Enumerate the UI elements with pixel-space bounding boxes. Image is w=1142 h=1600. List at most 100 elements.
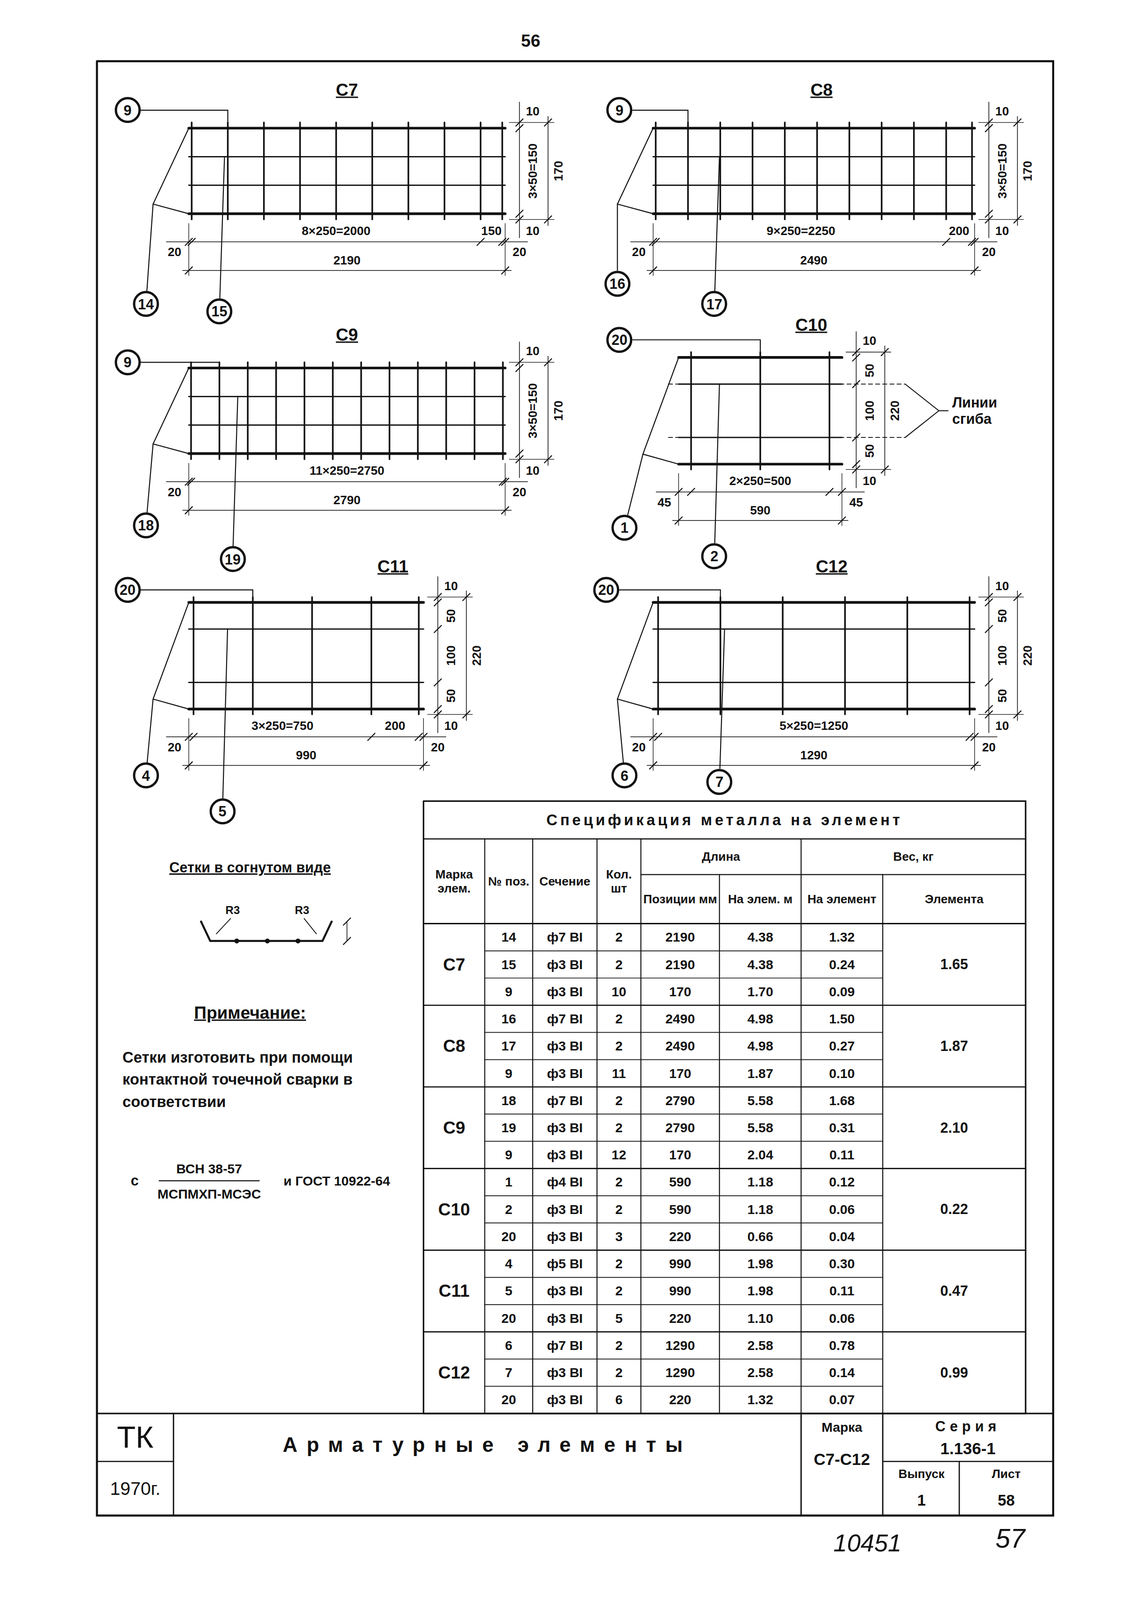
table-cell: ф4 ВI	[534, 1169, 595, 1195]
table-cell: 990	[642, 1251, 718, 1277]
dimension-value: 50	[862, 364, 877, 378]
transverse-wire	[275, 362, 277, 459]
dimension-total: 170	[551, 160, 566, 182]
callout-number: 19	[224, 552, 241, 567]
dimension-value: 3×50=150	[525, 383, 540, 439]
inner-rod	[188, 184, 506, 186]
leader-line	[153, 204, 189, 215]
main-rod	[188, 707, 424, 711]
dimension-tick	[649, 266, 657, 274]
table-rule	[484, 1277, 883, 1278]
callout-circle: 9	[114, 96, 142, 124]
transverse-wire	[311, 597, 313, 715]
dimension-value: 50	[862, 443, 877, 458]
table-cell: 1.98	[721, 1251, 800, 1277]
table-cell: 2490	[642, 1006, 718, 1032]
table-rule	[484, 1358, 883, 1360]
table-cell: 0.06	[803, 1305, 881, 1331]
dimension-tick	[544, 455, 552, 463]
transverse-wire	[360, 362, 362, 459]
extension-line	[188, 463, 189, 516]
table-rule	[484, 1195, 883, 1197]
dimension-value: 20	[632, 740, 646, 755]
callout-circle: 16	[604, 270, 631, 298]
table-cell: 0.27	[803, 1033, 881, 1059]
table-cell: 2.58	[721, 1332, 800, 1358]
transverse-wire	[227, 122, 229, 220]
transverse-wire	[970, 122, 973, 220]
table-cell: 14	[486, 924, 531, 950]
leader-line	[632, 339, 761, 352]
table-cell: 0.24	[803, 951, 881, 978]
transverse-wire	[416, 362, 419, 459]
table-cell: 4.38	[721, 951, 800, 978]
callout-ring	[134, 513, 158, 538]
transverse-wire	[246, 362, 249, 459]
table-cell: 6	[599, 1387, 639, 1413]
title-block-rule	[958, 1461, 961, 1516]
table-cell: 1.87	[885, 1007, 1024, 1085]
table-cell: 2	[599, 1006, 639, 1032]
mesh-title: С11	[377, 556, 409, 577]
title-block-field: Лист	[961, 1462, 1051, 1485]
leader-line	[642, 454, 679, 464]
table-cell: ф3 ВI	[534, 1360, 595, 1386]
table-cell: 1.32	[803, 924, 881, 950]
dimension-total: 220	[469, 645, 484, 666]
callout-number: 17	[706, 297, 723, 312]
callout-number: 16	[609, 276, 626, 292]
transverse-wire	[335, 122, 337, 220]
leader-line	[219, 156, 225, 298]
table-rule	[423, 922, 1026, 925]
dimension-tick	[970, 266, 978, 274]
dimension-tick	[343, 937, 351, 945]
main-rod	[678, 462, 842, 466]
dimension-line	[1017, 591, 1019, 721]
element-mark: С7	[425, 925, 483, 1004]
dimension-line	[647, 764, 981, 766]
dimension-line	[346, 921, 348, 941]
dimension-value: 20	[982, 740, 996, 755]
transverse-wire	[690, 351, 692, 470]
table-cell: 3	[599, 1223, 639, 1250]
callout-number: 14	[137, 297, 154, 312]
table-rule	[532, 838, 534, 1414]
extension-line	[652, 223, 654, 276]
table-cell: 9	[486, 1142, 531, 1168]
table-cell: 170	[642, 978, 718, 1005]
transverse-wire	[719, 122, 721, 220]
title-block-value: 58	[961, 1485, 1051, 1515]
leader-line	[233, 396, 238, 547]
table-rule	[640, 838, 642, 1414]
dimension-tick	[185, 266, 193, 274]
inner-rod	[188, 395, 506, 398]
dimension-value: 9×250=2250	[766, 223, 836, 238]
callout-circle: 14	[132, 290, 160, 318]
dimension-tick	[544, 358, 552, 366]
table-cell: ф3 ВI	[534, 951, 595, 978]
table-cell: 0.10	[803, 1060, 881, 1086]
table-rule	[596, 838, 598, 1414]
table-header: На элем. м	[721, 876, 800, 922]
table-rule	[423, 1004, 1026, 1007]
table-cell: 170	[642, 1142, 718, 1168]
transverse-wire	[687, 122, 689, 220]
table-cell: 18	[486, 1087, 531, 1114]
transverse-wire	[407, 122, 409, 220]
table-cell: 2	[599, 1033, 639, 1059]
dimension-value: 3×50=150	[995, 143, 1010, 199]
extension-line	[188, 718, 189, 771]
dimension-tick	[826, 488, 834, 496]
table-cell: 19	[486, 1114, 531, 1141]
table-cell: 20	[486, 1387, 531, 1413]
table-cell: 0.99	[885, 1333, 1024, 1412]
table-cell: 1290	[642, 1332, 718, 1358]
dimension-value: 10	[525, 104, 540, 119]
table-cell: 2.58	[721, 1360, 800, 1386]
table-header: Сечение	[534, 841, 595, 922]
dimension-line	[166, 241, 528, 243]
transverse-wire	[751, 122, 754, 220]
table-rule	[484, 977, 883, 979]
table-rule	[484, 1222, 883, 1224]
leader-line	[619, 589, 721, 597]
